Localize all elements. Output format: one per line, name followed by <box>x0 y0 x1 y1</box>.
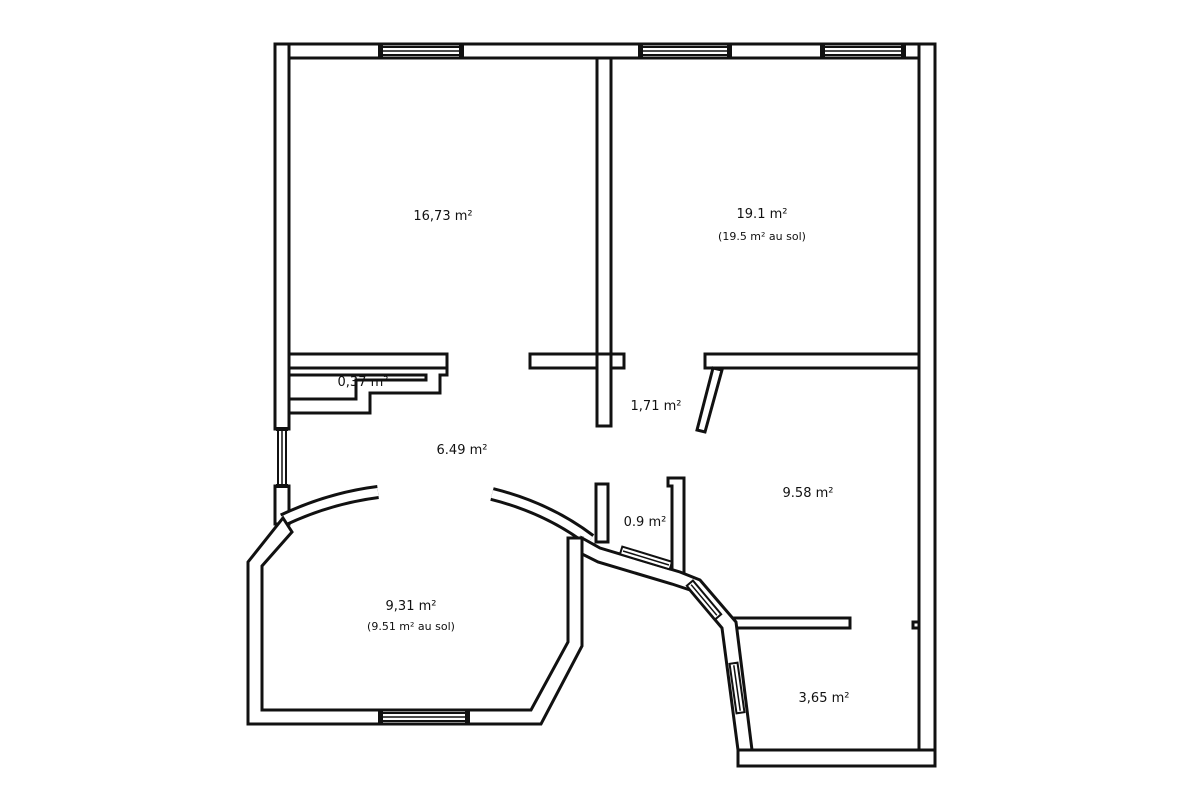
room-h-area: 9,31 m² <box>386 599 437 614</box>
wall-bottom-right <box>736 748 937 768</box>
window-top-right <box>820 45 906 57</box>
wall-corridor-angled <box>580 535 754 752</box>
room-g-area: 0.9 m² <box>624 515 667 530</box>
wall-left-upper <box>273 42 291 431</box>
window-left-side <box>276 427 288 488</box>
room-b-note: (19.5 m² au sol) <box>718 230 806 243</box>
room-c-area: 0,37 m² <box>338 375 389 390</box>
wall-closet-small-left <box>594 482 610 544</box>
room-i-area: 3,65 m² <box>799 691 850 706</box>
room-e-area: 6.49 m² <box>437 443 488 458</box>
window-bay-bottom <box>378 711 470 723</box>
wall-closet <box>287 366 449 415</box>
wall-right <box>917 42 937 768</box>
wall-bay-room <box>246 515 584 726</box>
wall-divider-top <box>595 56 613 360</box>
window-top-middle <box>638 45 732 57</box>
room-labels: 16,73 m² 19.1 m² (19.5 m² au sol) 0,37 m… <box>338 207 850 706</box>
room-a-area: 16,73 m² <box>413 209 472 224</box>
door-leaf <box>695 366 724 434</box>
room-f-area: 9.58 m² <box>783 486 834 501</box>
room-d-area: 1,71 m² <box>631 399 682 414</box>
windows <box>276 45 906 723</box>
window-top-left <box>378 45 464 57</box>
window-corridor-1 <box>618 545 674 571</box>
room-b-area: 19.1 m² <box>737 207 788 222</box>
wall-room-a-bottom <box>287 352 449 370</box>
curved-walls <box>280 485 595 546</box>
wall-bath-top <box>730 616 852 630</box>
wall-cross-vertical <box>595 352 613 428</box>
window-corridor-3 <box>728 661 746 715</box>
wall-notch <box>911 620 921 630</box>
wall-room-b-bottom <box>703 352 921 370</box>
window-corridor-2 <box>685 579 723 621</box>
room-h-note: (9.51 m² au sol) <box>367 620 455 633</box>
interior-walls <box>287 56 921 630</box>
wall-closet-small-right <box>666 476 686 577</box>
